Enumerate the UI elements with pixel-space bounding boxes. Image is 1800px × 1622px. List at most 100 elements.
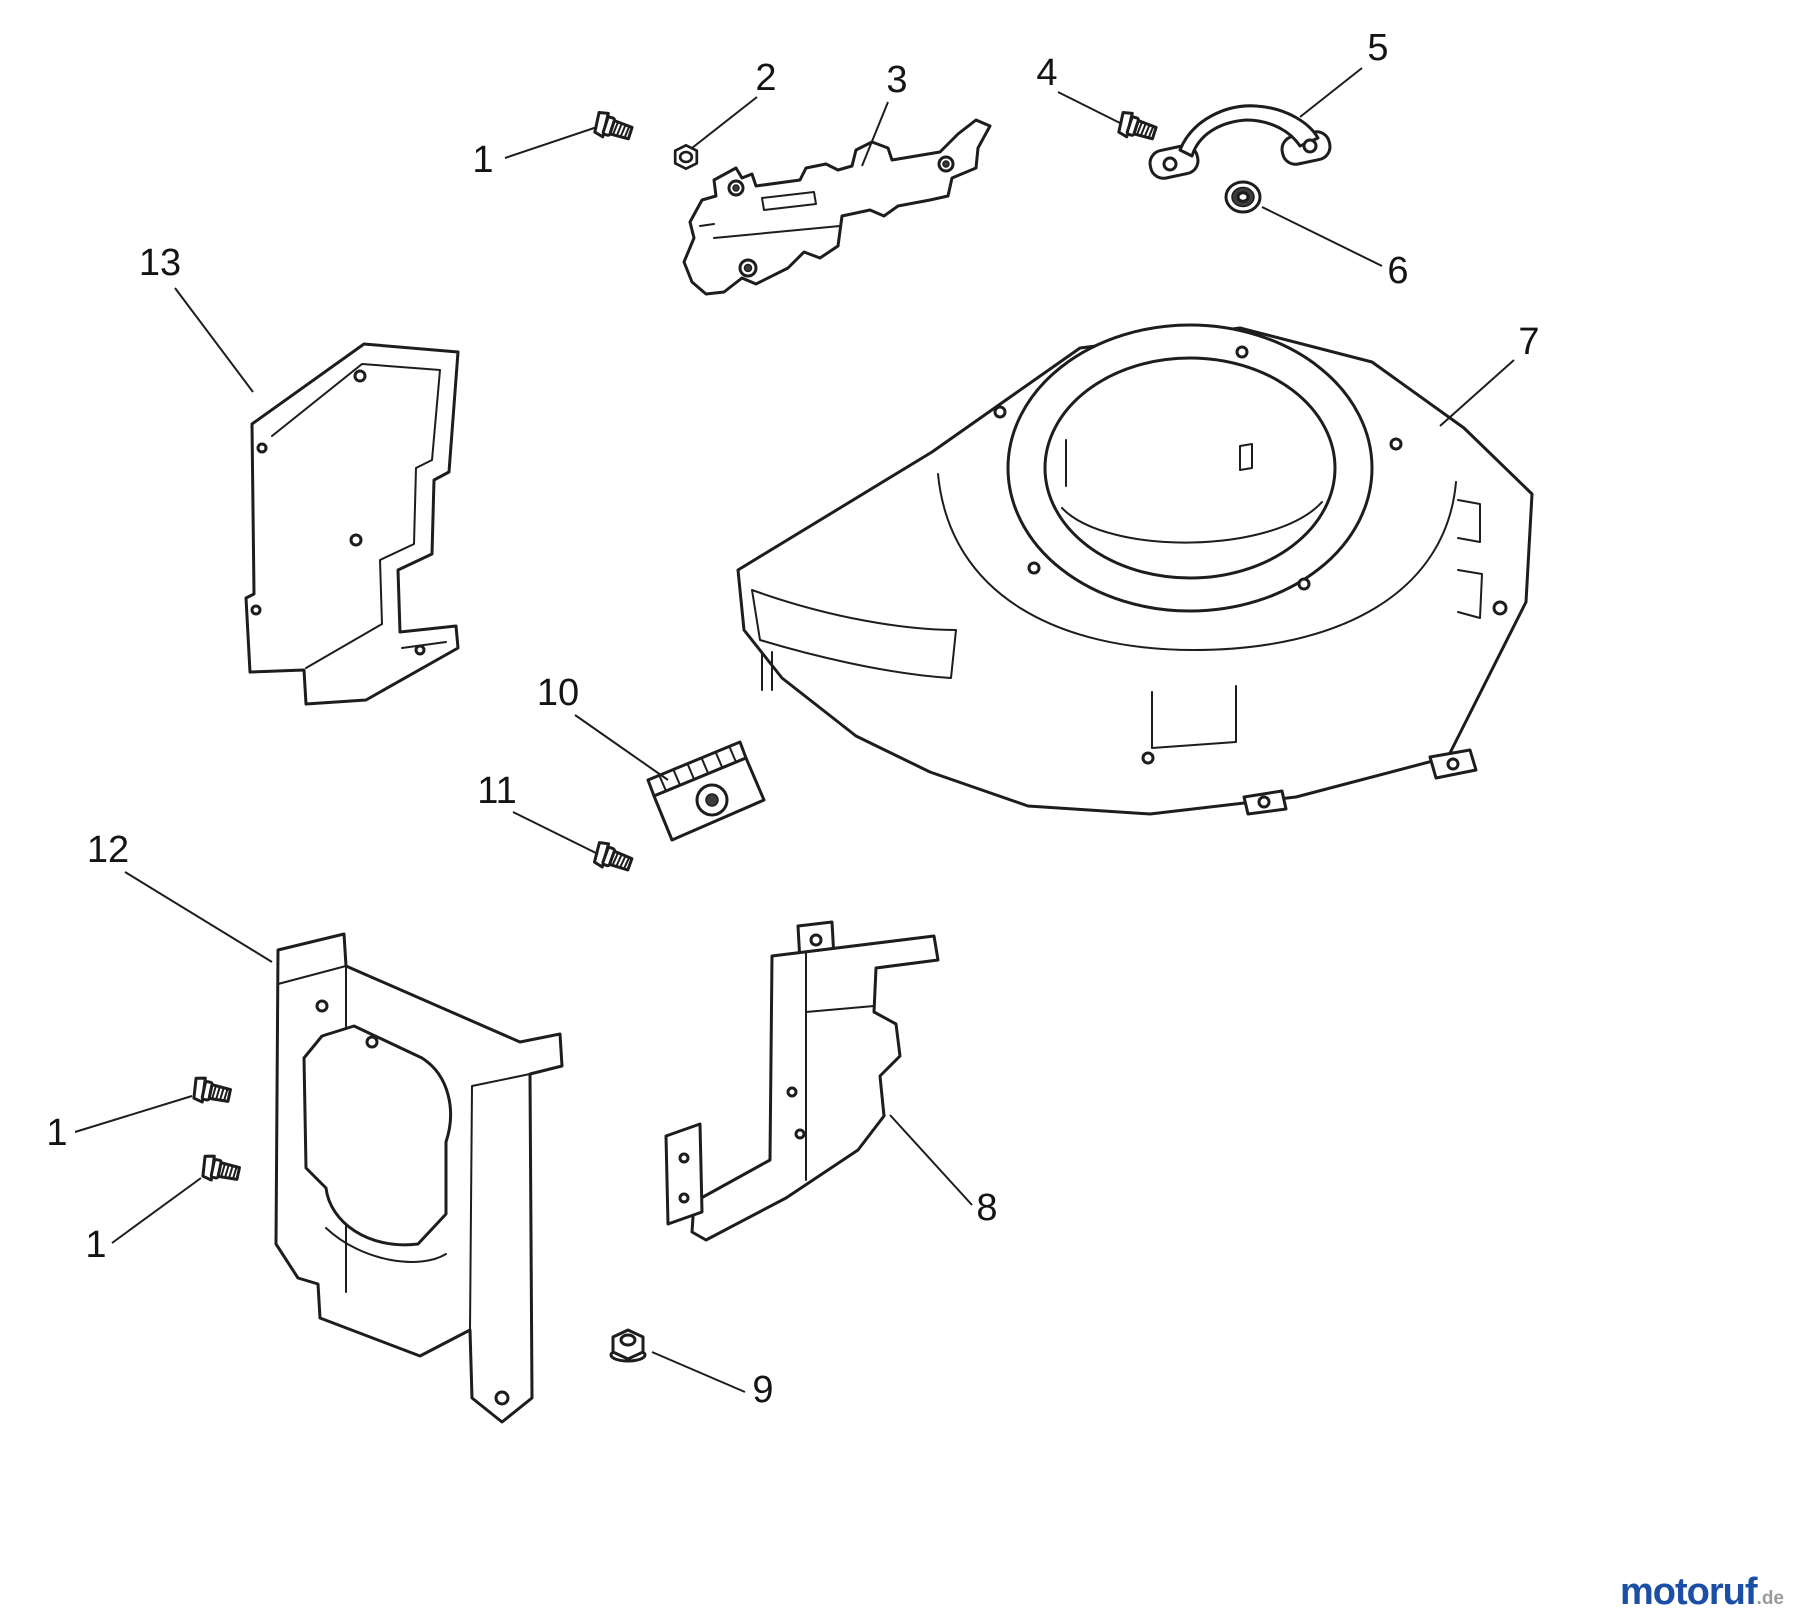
callout-1-mid: 1 (46, 1095, 193, 1154)
callout-label: 9 (752, 1369, 773, 1411)
housing-bolt-hole (993, 405, 1007, 419)
leader-line (174, 287, 254, 393)
callout-3: 3 (861, 59, 908, 167)
watermark-motoruf: motoruf.de (1620, 1571, 1784, 1614)
housing-right-flange-upper (1457, 499, 1481, 543)
housing-side-slot (761, 651, 773, 691)
bracket-hole-center (743, 263, 753, 273)
leader-line (124, 871, 273, 963)
housing-side-crease (751, 589, 957, 679)
hex-screw-1-top (590, 109, 636, 147)
baffle8-side-tab (664, 1122, 704, 1226)
leader-line (691, 96, 758, 149)
baffle8-hole (794, 1128, 806, 1140)
bracket-hole-center (942, 160, 950, 168)
bracket-slot (761, 191, 817, 211)
leader-line (861, 101, 889, 167)
plate-grommet-bore (705, 793, 719, 807)
plate-hatching (659, 747, 737, 792)
leader-line (1057, 91, 1123, 125)
baffle8-hole (678, 1192, 690, 1204)
watermark-tld-text: .de (1756, 1588, 1784, 1609)
baffle13-hole (250, 604, 262, 616)
housing-plateau-edge (937, 473, 1457, 651)
baffle12-tray-line (325, 1227, 447, 1263)
clamp-hole-right (1302, 138, 1318, 154)
callout-13: 13 (139, 242, 254, 393)
baffle12-hole (315, 999, 329, 1013)
bracket-part (682, 118, 992, 296)
baffle13-hole (256, 442, 268, 454)
baffle-13-part (244, 342, 460, 706)
callout-label: 8 (976, 1187, 997, 1229)
baffle8-tab-hole (809, 933, 823, 947)
housing-right-flange-lower (1457, 569, 1483, 619)
housing-bolt-hole (1389, 437, 1403, 451)
hex-screw-11 (590, 839, 636, 878)
blower-housing-part (736, 323, 1534, 816)
leader-line (504, 126, 598, 159)
baffle8-chute-line (693, 1125, 771, 1203)
baffle8-hole (786, 1086, 798, 1098)
callout-1-low: 1 (85, 1177, 202, 1266)
flange-nut-9 (609, 1328, 647, 1363)
clamp-part (1148, 104, 1332, 180)
baffle12-cutout (302, 1024, 452, 1247)
callout-8: 8 (889, 1114, 998, 1229)
nut9-bore (619, 1333, 637, 1347)
housing-bolt-hole (1235, 345, 1249, 359)
callout-label: 7 (1518, 321, 1539, 363)
callout-4: 4 (1036, 52, 1123, 125)
callout-9: 9 (651, 1351, 774, 1411)
callout-label: 2 (755, 57, 776, 99)
callout-10: 10 (537, 672, 669, 781)
bracket-hole-center (732, 184, 740, 192)
callout-1-top: 1 (472, 126, 598, 181)
clamp-hole-left (1162, 156, 1178, 172)
callout-12: 12 (87, 829, 273, 963)
leader-line (74, 1095, 193, 1133)
bracket-outline (682, 118, 992, 296)
callout-11: 11 (477, 770, 599, 855)
leader-line (1261, 206, 1383, 267)
leader-line (512, 811, 599, 855)
callout-label: 12 (87, 829, 129, 871)
leader-line (111, 1177, 202, 1244)
callout-label: 11 (477, 770, 516, 812)
baffle8-outline (690, 934, 940, 1242)
housing-bottom-notch (1151, 685, 1237, 749)
callout-label: 1 (472, 139, 493, 181)
baffle12-hole (365, 1035, 379, 1049)
housing-foot-right-hole (1446, 757, 1460, 771)
hex-screw-1-low (199, 1152, 243, 1187)
housing-bolt-hole (1027, 561, 1041, 575)
baffle8-hole (678, 1152, 690, 1164)
flange-nut-bore (1236, 191, 1250, 203)
callout-label: 13 (139, 242, 181, 284)
callout-2: 2 (691, 57, 777, 149)
hex-screw-1-mid (190, 1074, 234, 1109)
fan-opening-inner-ring (1043, 356, 1337, 580)
baffle12-right-fold (469, 1073, 531, 1331)
baffle12-hole (494, 1390, 510, 1406)
housing-bolt-hole (1297, 577, 1311, 591)
callout-label: 6 (1387, 250, 1408, 292)
baffle12-top-tab-line (277, 965, 347, 985)
callout-6: 6 (1261, 206, 1409, 292)
leader-line (889, 1114, 973, 1206)
baffle-8-part (664, 920, 940, 1242)
housing-right-hole (1492, 600, 1508, 616)
housing-foot-center-hole (1257, 795, 1271, 809)
baffle8-step-line (805, 1005, 875, 1013)
baffle13-inner-offset (271, 363, 441, 625)
baffle13-hole (414, 644, 426, 656)
fan-opening-floor (1061, 501, 1323, 544)
leader-line (651, 1351, 746, 1393)
callout-label: 1 (46, 1112, 67, 1154)
flange-nut-6-part (1224, 180, 1262, 214)
nut-2 (673, 143, 699, 171)
baffle13-hole (353, 369, 367, 383)
retainer-plate-part (646, 740, 766, 842)
